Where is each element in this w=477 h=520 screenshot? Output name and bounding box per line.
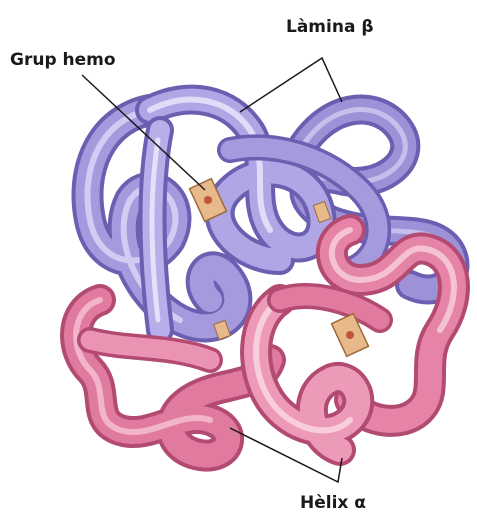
beta-sheet-label: Làmina β <box>286 17 374 37</box>
alpha-helix-label: Hèlix α <box>300 493 366 513</box>
heme-group-label: Grup hemo <box>10 50 116 70</box>
